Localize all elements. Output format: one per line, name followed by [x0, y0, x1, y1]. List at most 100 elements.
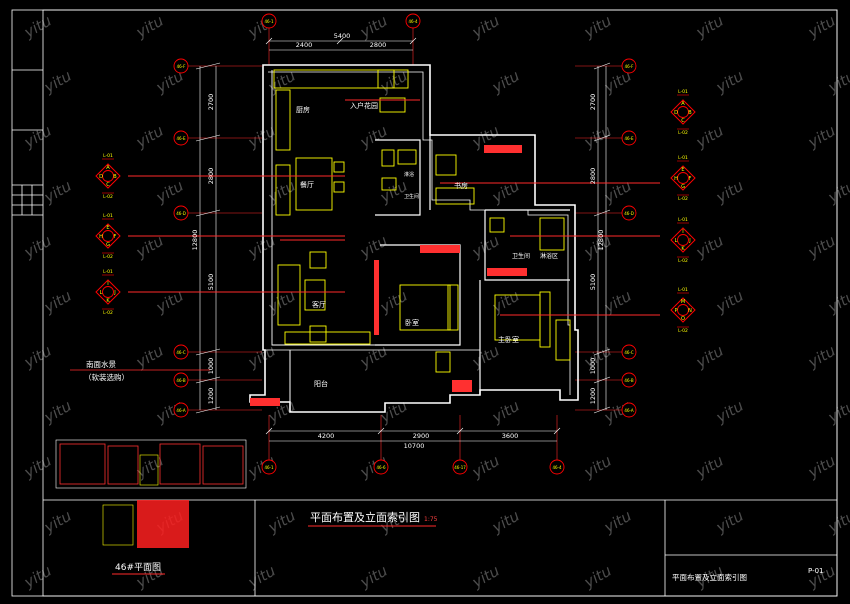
elev-sheet-top: L-01 — [678, 217, 688, 223]
main-title-block: 平面布置及立面索引图 1:75 — [308, 510, 438, 527]
elev-sheet-bottom: L-02 — [678, 258, 688, 264]
elev-letter: M — [681, 299, 685, 305]
elev-diamond — [670, 297, 696, 323]
room-label-dining: 餐厅 — [300, 180, 314, 189]
dim-left-seg: 1200 — [207, 388, 215, 405]
note-line-1: 南面水景 — [86, 359, 116, 369]
elev-sheet-bottom: L-02 — [103, 254, 113, 260]
dim-tick — [456, 427, 464, 435]
elev-letter: C — [106, 182, 110, 188]
hatch-balcony — [250, 398, 280, 406]
axis-bubble-label: 46-4 — [408, 19, 418, 24]
axis-bubble-label: 46-E — [176, 136, 186, 141]
tv-cabinet — [284, 331, 371, 345]
dim-top-right: 2800 — [370, 41, 387, 49]
axis-bubble-circle — [621, 344, 637, 360]
axis-bubble-circle — [621, 130, 637, 146]
entry-bench — [379, 97, 406, 113]
axis-bubble-label: 46-4 — [552, 465, 562, 470]
entry-cabinet — [377, 69, 409, 89]
study-desk — [435, 187, 475, 205]
outer-wall-inner-face — [268, 71, 571, 395]
axis-bubble-label: 46-17 — [454, 465, 466, 470]
elev-letter: A — [106, 165, 110, 171]
annotation-note: 南面水景 （软装选购） — [70, 359, 210, 382]
axis-bubble-right: 46-C — [621, 344, 637, 360]
dining-table — [295, 157, 333, 211]
room-label-kitchen: 厨房 — [296, 105, 310, 114]
key-plan: 46#平面图 — [55, 439, 247, 575]
axis-bubble-right: 46-B — [621, 372, 637, 388]
elev-letter: E — [681, 167, 684, 173]
elev-letter: N — [688, 308, 692, 314]
elev-diamond — [95, 163, 121, 189]
dim-tick — [593, 348, 611, 356]
dim-left-total: 12800 — [191, 230, 199, 251]
axis-bubble-left: 46-E — [173, 130, 189, 146]
elev-letter: H — [674, 176, 678, 182]
dim-tick — [409, 37, 417, 45]
axis-bubble-left: 46-C — [173, 344, 189, 360]
elev-circle — [677, 304, 689, 316]
room-label-study: 书房 — [454, 181, 468, 190]
elev-diamond — [670, 165, 696, 191]
sofa — [277, 264, 301, 326]
axis-grid-layer — [188, 28, 622, 460]
elev-letter: H — [99, 234, 103, 240]
room-label-living: 客厅 — [312, 300, 326, 309]
bedroom-wardrobe — [447, 284, 459, 331]
axis-bubble-circle — [373, 459, 389, 475]
dimension-segment-texts: 2700 2800 5100 1000 1200 2700 2800 5100 … — [207, 94, 597, 405]
elev-letter: L — [675, 238, 678, 244]
master-closet — [555, 319, 571, 361]
inner-border — [42, 9, 838, 597]
note-line-2: （软装选购） — [84, 372, 129, 382]
elev-letter: J — [688, 238, 690, 244]
dim-left-seg: 2700 — [207, 94, 215, 111]
key-unit — [159, 443, 201, 485]
axis-bubble-label: 46-E — [624, 136, 634, 141]
shower-2 — [539, 217, 565, 251]
room-label-entry: 入户花园 — [350, 101, 378, 110]
floor-plan — [249, 64, 579, 413]
master-wardrobe — [539, 291, 551, 348]
wall-hatches — [250, 145, 527, 406]
dim-bottom-b: 2900 — [413, 432, 430, 440]
axis-bubble-label: 46-A — [624, 408, 633, 413]
dim-tick — [195, 62, 221, 70]
axis-bubble-circle — [173, 130, 189, 146]
key-plan-title: 46#平面图 — [115, 562, 161, 573]
axis-bubble-circle — [173, 344, 189, 360]
axis-bubble-label: 46-C — [624, 350, 634, 355]
dimension-layer — [195, 37, 611, 442]
dining-sideboard — [275, 164, 291, 216]
axis-bubble-right: 46-D — [621, 205, 637, 221]
axis-bubble-circle — [261, 13, 277, 29]
elev-letter: K — [106, 298, 110, 304]
axis-bubble-bottom: 46-1 — [261, 459, 277, 475]
elev-letter: I — [107, 281, 108, 287]
bath2-wall — [484, 210, 570, 281]
axis-bubble-top: 46-4 — [405, 13, 421, 29]
axis-bubble-left: 46-D — [173, 205, 189, 221]
dim-tick — [195, 376, 221, 384]
dim-tick — [195, 406, 221, 414]
elev-circle — [102, 286, 114, 298]
elev-letter: K — [681, 246, 685, 252]
dim-tick — [377, 427, 385, 435]
dim-tick — [593, 134, 611, 142]
elev-letter: P — [674, 308, 677, 314]
dim-tick — [593, 376, 611, 384]
room-labels: 厨房 入户花园 餐厅 淋浴 卫生间 书房 卫生间 淋浴区 客厅 卧室 主卧室 阳… — [296, 101, 558, 388]
key-unit — [202, 445, 244, 485]
kitchen-counter — [273, 69, 395, 89]
key-plan-outline — [55, 439, 247, 489]
axis-bubble-right: 46-A — [621, 402, 637, 418]
axis-bubble-circle — [549, 459, 565, 475]
elev-circle — [677, 106, 689, 118]
elev-sheet-bottom: L-02 — [103, 194, 113, 200]
axis-bubble-bottom: 46-17 — [452, 459, 468, 475]
room-label-shower-1: 淋浴 — [404, 171, 414, 178]
